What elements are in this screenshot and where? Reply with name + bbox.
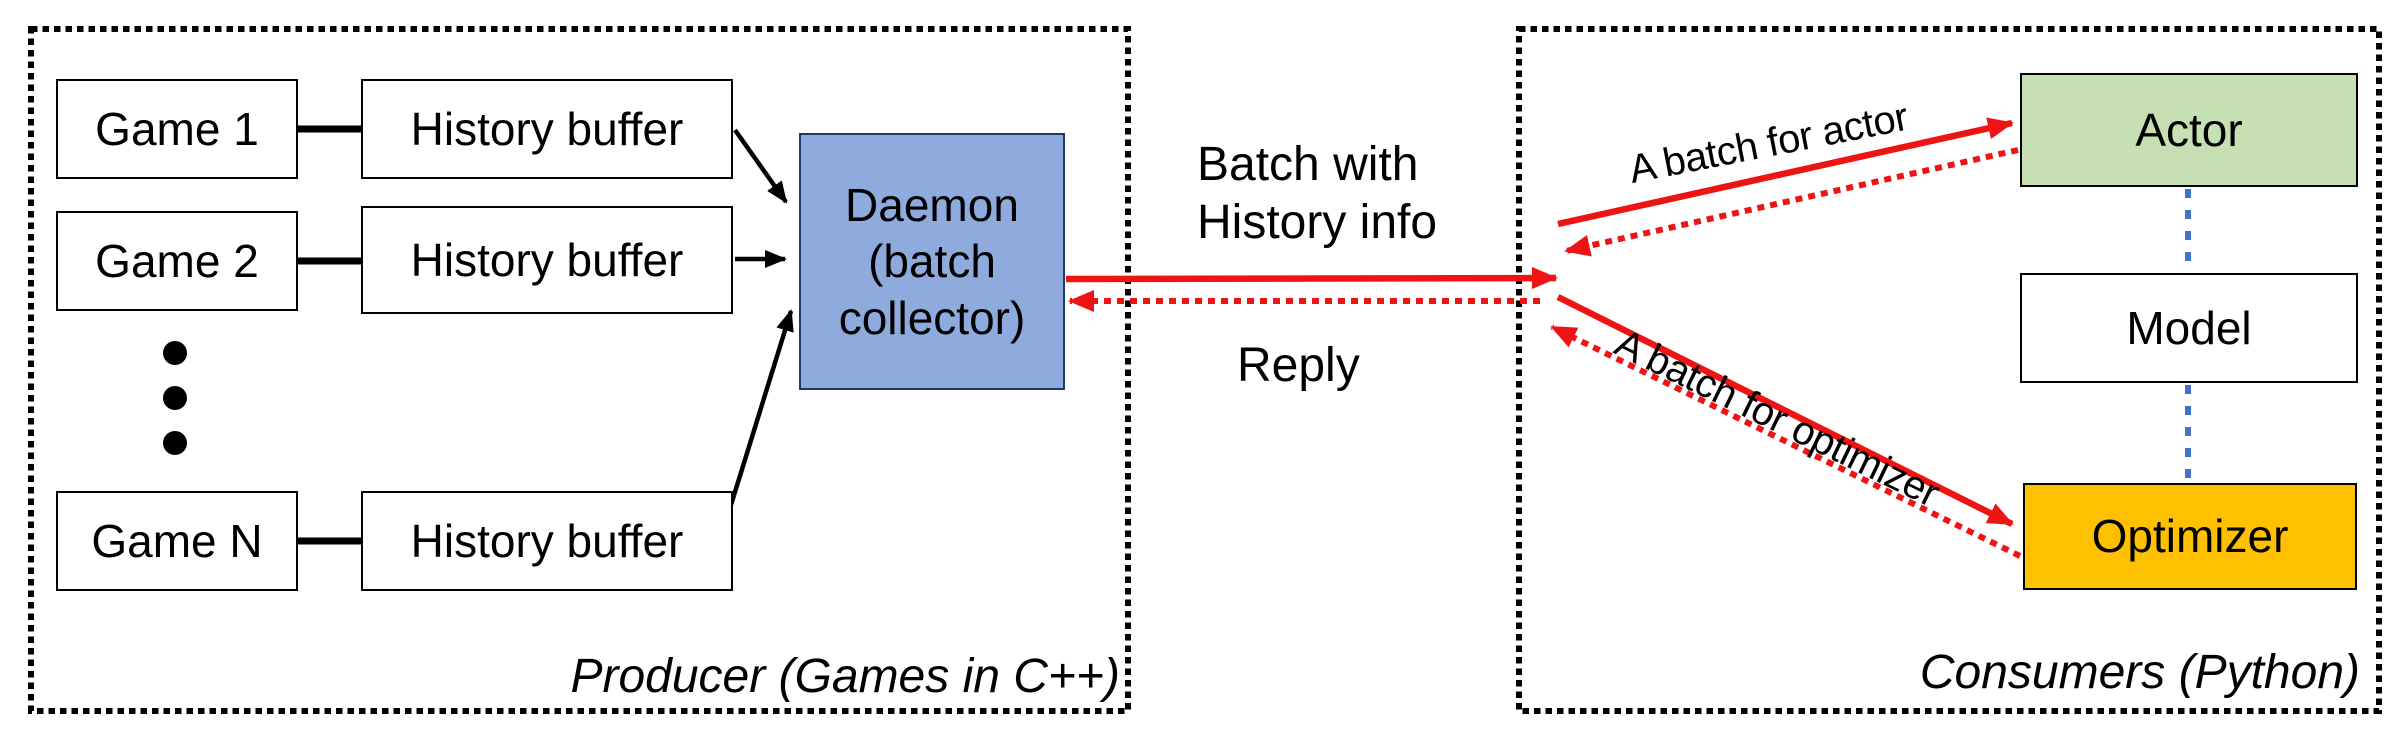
arrow-batch-to-optimizer [1556, 294, 2014, 527]
optimizer-box: Optimizer [2023, 483, 2357, 590]
history-buffer2-label: History buffer [410, 233, 684, 286]
game1-box: Game 1 [56, 79, 298, 179]
batch-request-label: Batch with History info [1197, 138, 1438, 249]
arrow-bufferN-daemon [723, 309, 794, 522]
history-bufferN-box: History buffer [361, 491, 733, 591]
history-buffer1-label: History buffer [410, 102, 684, 155]
consumers-region-border [1516, 26, 2382, 714]
ellipsis-dot-3 [163, 431, 187, 455]
history-bufferN-label: History buffer [410, 514, 684, 567]
game2-box: Game 2 [56, 211, 298, 311]
consumers-caption: Consumers (Python) [1919, 646, 2360, 699]
producer-region-border [28, 26, 1131, 714]
daemon-label: Daemon (batch collector) [838, 179, 1026, 344]
ellipsis-dot-2 [163, 386, 187, 410]
model-label: Model [2126, 301, 2252, 354]
arrow-batch-to-actor [1557, 117, 2014, 228]
arrow-buffer1-daemon [733, 128, 788, 204]
arrow-batch-request [1065, 267, 1558, 290]
gameN-label: Game N [91, 514, 263, 567]
optimizer-label: Optimizer [2091, 510, 2289, 563]
actor-label: Actor [2135, 103, 2243, 156]
daemon-box: Daemon (batch collector) [799, 133, 1065, 390]
reply-label: Reply [1237, 339, 1360, 392]
game2-label: Game 2 [95, 234, 259, 287]
gameN-box: Game N [56, 491, 298, 591]
history-buffer1-box: History buffer [361, 79, 733, 179]
arrow-optimizer-return [1550, 324, 2022, 559]
ellipsis-dot-1 [163, 341, 187, 365]
model-box: Model [2020, 273, 2358, 383]
game1-label: Game 1 [95, 102, 259, 155]
producer-caption: Producer (Games in C++) [570, 650, 1120, 703]
history-buffer2-box: History buffer [361, 206, 733, 314]
actor-box: Actor [2020, 73, 2358, 187]
